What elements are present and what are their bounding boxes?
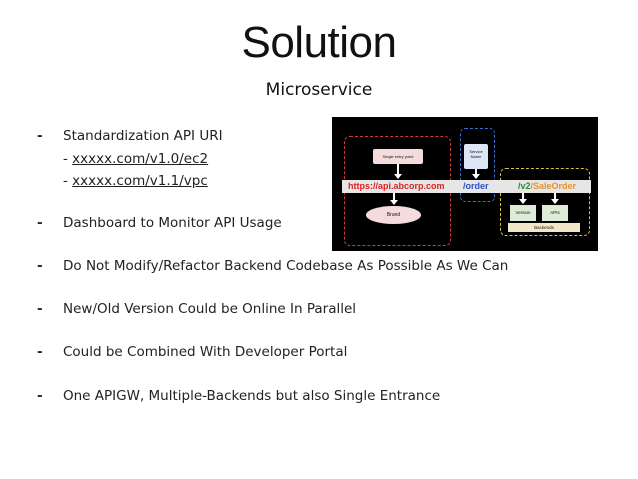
url-version: /v2 [518, 181, 531, 191]
entry-point-box: Single entry point [373, 149, 423, 164]
bullet-dash: - [37, 258, 43, 274]
bullet-item: - Could be Combined With Developer Portal [37, 344, 347, 360]
bullet-text: New/Old Version Could be Online In Paral… [63, 301, 357, 317]
url-domain: https://api.abcorp.com [348, 181, 445, 191]
bullet-item: - New/Old Version Could be Online In Para… [37, 301, 356, 317]
bullet-dash: - [37, 215, 43, 231]
arrow-line [397, 164, 399, 175]
arrow-down-icon [519, 199, 527, 204]
bullet-dash: - [37, 344, 43, 360]
arrow-line [554, 193, 556, 200]
service-name-box: Service Name [464, 144, 488, 169]
arrow-down-icon [472, 174, 480, 179]
sub-item-prefix: - [63, 173, 73, 189]
url-api: /SaleOrder [530, 181, 577, 191]
bullet-dash: - [37, 128, 43, 144]
service-group-outline [460, 128, 495, 202]
service-label-line: Name [470, 154, 482, 159]
api-gateway-diagram: Single entry point Service Name https://… [332, 117, 598, 251]
bullet-text: One APIGW, Multiple-Backends but also Si… [63, 388, 441, 404]
arrow-line [475, 169, 477, 175]
sub-item: - xxxxx.com/v1.0/ec2 [63, 151, 208, 167]
sub-item-link[interactable]: xxxxx.com/v1.1/vpc [72, 173, 208, 189]
bullet-item: - Dashboard to Monitor API Usage [37, 215, 282, 231]
bullet-item: - One APIGW, Multiple-Backends but also S… [37, 388, 440, 404]
bullet-text: Could be Combined With Developer Portal [63, 344, 348, 360]
sub-item-link[interactable]: xxxxx.com/v1.0/ec2 [72, 151, 209, 167]
sub-item: - xxxxx.com/v1.1/vpc [63, 173, 208, 189]
url-bar [342, 180, 591, 193]
backend-group-outline [500, 168, 590, 236]
arrow-line [393, 193, 395, 201]
arrow-down-icon [394, 174, 402, 179]
arrow-down-icon [551, 199, 559, 204]
sub-item-prefix: - [63, 151, 73, 167]
bullet-text: Standardization API URI [63, 128, 223, 144]
bullet-item: - Do Not Modify/Refactor Backend Codebase… [37, 258, 508, 274]
bullet-text: Do Not Modify/Refactor Backend Codebase … [63, 258, 509, 274]
url-service: /order [463, 181, 489, 191]
slide-title: Solution [241, 18, 397, 67]
bullet-item: - Standardization API URI [37, 128, 223, 144]
apis-box: APIs [542, 205, 568, 221]
bullet-dash: - [37, 388, 43, 404]
arrow-line [522, 193, 524, 200]
arrow-down-icon [390, 200, 398, 205]
backends-box: Backends [508, 223, 580, 232]
url-path: /v2/SaleOrder [518, 180, 576, 193]
service-label-line: Service [469, 149, 483, 154]
brand-ellipse: Brand [366, 206, 421, 224]
version-box: Version [510, 205, 536, 221]
slide-subtitle: Microservice [265, 80, 373, 100]
bullet-text: Dashboard to Monitor API Usage [63, 215, 282, 231]
bullet-dash: - [37, 301, 43, 317]
